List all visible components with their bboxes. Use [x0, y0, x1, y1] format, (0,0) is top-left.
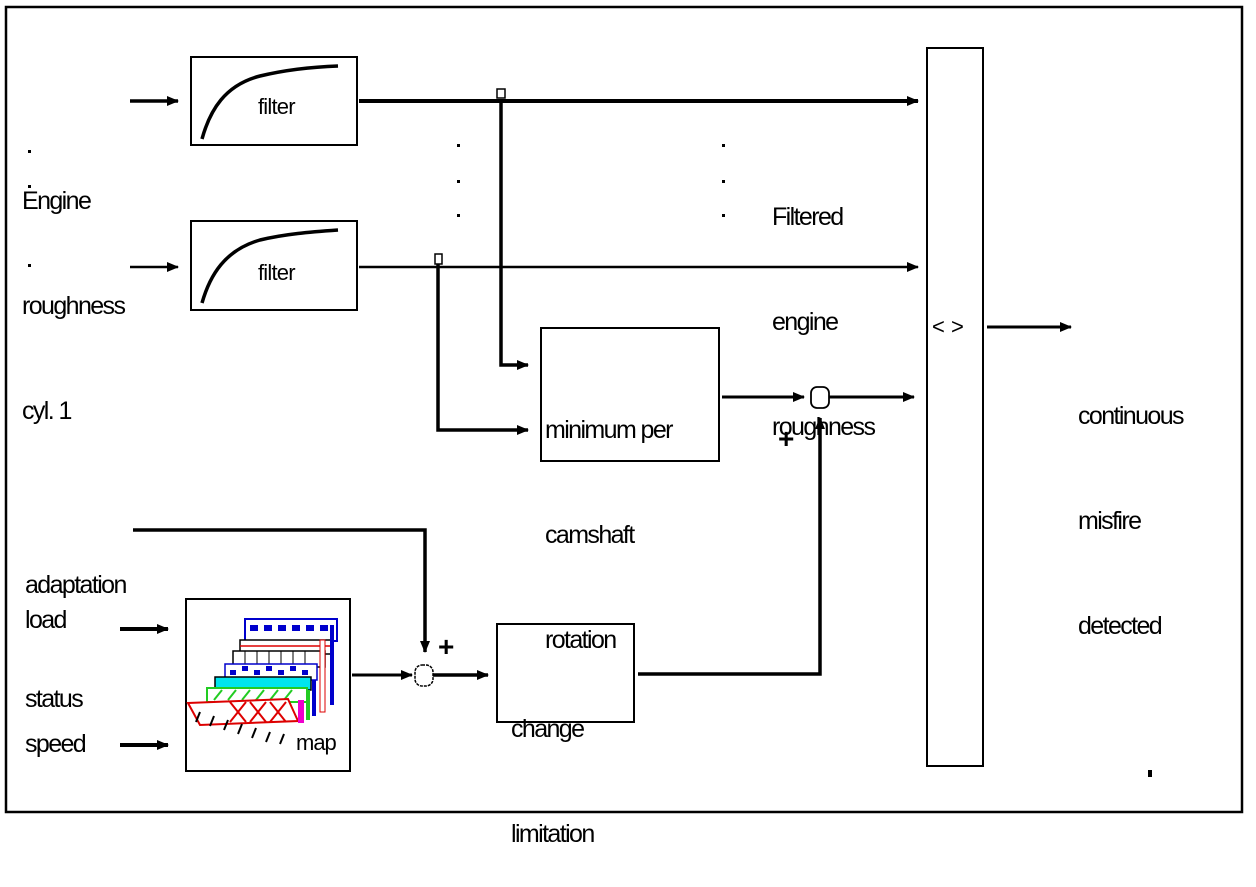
filter-1-label: filter	[258, 94, 296, 119]
block-diagram	[4, 5, 1244, 814]
label-line: roughness	[772, 413, 876, 441]
change-limitation-block	[496, 623, 635, 723]
minimum-block-label: minimum per camshaft rotation	[545, 343, 673, 693]
label-line: cyl. 1	[22, 397, 72, 425]
plus-sign-lower: +	[438, 631, 455, 662]
label-line: engine	[772, 308, 839, 336]
label-line: continuous	[1078, 402, 1185, 430]
input-label-engine-roughness: Engine roughness cyl. 1	[22, 114, 126, 464]
label-line: roughness	[22, 292, 126, 320]
junction-node	[496, 88, 506, 99]
change-limitation-output	[638, 417, 825, 676]
change-limitation-label: change limitation	[511, 642, 595, 887]
map-3d-icon	[186, 618, 338, 745]
ellipsis-dot	[457, 144, 460, 147]
map-label: map	[296, 730, 337, 755]
input-label-load: load	[25, 606, 67, 634]
summing-junction-lower	[414, 664, 434, 687]
label-line: Engine	[22, 187, 92, 215]
filter-curve-icon	[200, 64, 339, 140]
label-line: rotation	[545, 626, 617, 654]
input-label-speed: speed	[25, 730, 87, 758]
output-label-continuous-misfire: continuous misfire detected	[1078, 329, 1185, 679]
filter-2-label: filter	[258, 260, 296, 285]
input-label-adaptation-status: adaptation status	[25, 490, 127, 756]
label-line: misfire	[1078, 507, 1142, 535]
label-line: limitation	[511, 820, 595, 848]
stray-mark	[1148, 770, 1152, 777]
ellipsis-dot	[457, 180, 460, 183]
ellipsis-dot	[28, 264, 31, 267]
label-line: minimum per	[545, 416, 673, 444]
label-line: change	[511, 715, 585, 743]
ellipsis-dot	[28, 185, 31, 188]
adaptation-line	[133, 528, 430, 653]
ellipsis-dot	[722, 214, 725, 217]
minimum-block	[540, 327, 720, 462]
label-line: status	[25, 685, 84, 713]
plus-sign-upper: +	[778, 423, 795, 454]
ellipsis-dot	[722, 144, 725, 147]
ellipsis-dot	[28, 150, 31, 153]
junction-node	[434, 253, 443, 265]
ellipsis-dot	[722, 180, 725, 183]
filtered-engine-roughness-label: Filtered engine roughness	[772, 130, 876, 480]
label-line: Filtered	[772, 203, 844, 231]
tap-line-2	[436, 264, 529, 435]
label-line: adaptation	[25, 571, 127, 599]
filter-curve-icon	[200, 228, 339, 304]
outer-frame	[4, 5, 1244, 814]
label-line: camshaft	[545, 521, 635, 549]
ellipsis-dot	[457, 214, 460, 217]
label-line: detected	[1078, 612, 1163, 640]
comparator-block	[926, 47, 984, 767]
comparator-label: < >	[932, 314, 964, 339]
tap-line-1	[499, 99, 529, 370]
